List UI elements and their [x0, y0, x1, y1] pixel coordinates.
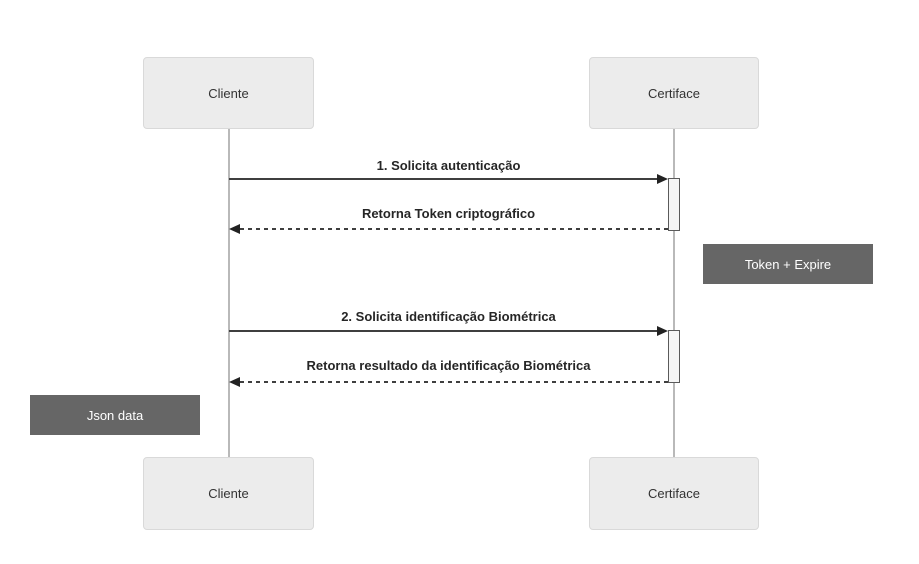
- actor-box-cliente-bottom: Cliente: [143, 457, 314, 530]
- arrowhead-right-icon: [657, 326, 668, 336]
- activation-bar-2: [668, 330, 680, 383]
- message-1-line: [229, 178, 658, 180]
- arrowhead-right-icon: [657, 174, 668, 184]
- message-4-line: [240, 381, 668, 383]
- annotation-token-expire: Token + Expire: [703, 244, 873, 284]
- actor-box-cliente-top: Cliente: [143, 57, 314, 129]
- message-1-label: 1. Solicita autenticação: [376, 158, 521, 173]
- message-3-label: 2. Solicita identificação Biométrica: [341, 309, 556, 324]
- actor-label-cliente-top: Cliente: [208, 85, 249, 101]
- lifeline-certiface: [673, 129, 675, 457]
- message-4-label: Retorna resultado da identificação Biomé…: [306, 358, 591, 373]
- actor-label-certiface-bottom: Certiface: [647, 486, 701, 501]
- actor-box-certiface-top: Certiface: [589, 57, 759, 129]
- annotation-json-data-label: Json data: [86, 407, 144, 423]
- annotation-token-expire-label: Token + Expire: [744, 256, 832, 272]
- arrowhead-left-icon: [229, 224, 240, 234]
- message-2-label: Retorna Token criptográfico: [361, 206, 536, 221]
- actor-label-certiface-top: Certiface: [647, 85, 701, 101]
- annotation-json-data: Json data: [30, 395, 200, 435]
- message-2-line: [240, 228, 668, 230]
- actor-label-cliente-bottom: Cliente: [208, 486, 249, 501]
- message-3-line: [229, 330, 658, 332]
- lifeline-cliente: [228, 129, 230, 457]
- arrowhead-left-icon: [229, 377, 240, 387]
- actor-box-certiface-bottom: Certiface: [589, 457, 759, 530]
- activation-bar-1: [668, 178, 680, 231]
